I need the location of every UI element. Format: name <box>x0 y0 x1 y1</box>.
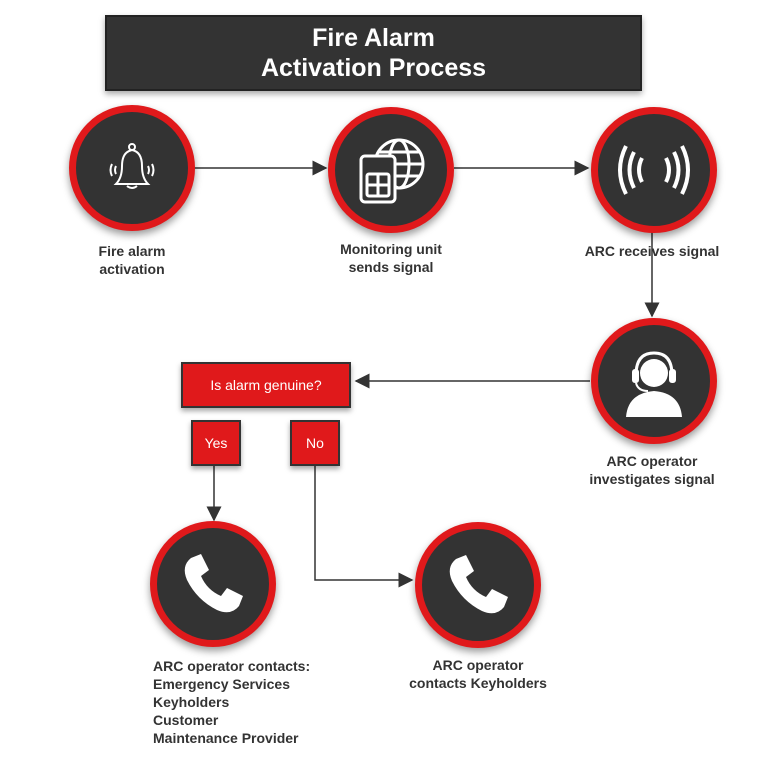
label-line: Keyholders <box>153 694 230 710</box>
title-line-1: Fire Alarm <box>312 24 435 52</box>
label-line: ARC operator <box>432 657 524 673</box>
operator-headset-icon <box>591 318 717 444</box>
phone-icon <box>150 521 276 647</box>
label-line: ARC operator contacts: <box>153 658 311 674</box>
step-monitoring-label: Monitoring unit sends signal <box>321 240 461 276</box>
label-line: Fire alarm <box>98 243 166 259</box>
page-title: Fire Alarm Activation Process <box>105 15 642 91</box>
label-line: ARC receives signal <box>584 243 720 259</box>
decision-question: Is alarm genuine? <box>181 362 351 408</box>
signal-waves-icon <box>591 107 717 233</box>
label-line: Customer <box>153 712 219 728</box>
title-line-2: Activation Process <box>260 54 487 82</box>
step-contacts-keyholders-label: ARC operator contacts Keyholders <box>398 656 558 692</box>
step-arc-receives-label: ARC receives signal <box>572 242 732 260</box>
bell-icon <box>69 105 195 231</box>
label-line: Emergency Services <box>153 676 290 692</box>
label-line: Monitoring unit <box>340 241 442 257</box>
phone-icon <box>415 522 541 648</box>
decision-no: No <box>290 420 340 466</box>
label-line: activation <box>99 261 165 277</box>
step-arc-investigates-label: ARC operator investigates signal <box>572 452 732 488</box>
label-line: sends signal <box>348 259 434 275</box>
decision-yes: Yes <box>191 420 241 466</box>
label-line: ARC operator <box>606 453 698 469</box>
label-line: contacts Keyholders <box>409 675 547 691</box>
sim-globe-icon <box>328 107 454 233</box>
label-line: Maintenance Provider <box>153 730 299 746</box>
step-fire-alarm-label: Fire alarm activation <box>72 242 192 278</box>
arrow-no <box>314 466 414 588</box>
step-contacts-all-label: ARC operator contacts: Emergency Service… <box>153 657 353 747</box>
label-line: investigates signal <box>589 471 715 487</box>
